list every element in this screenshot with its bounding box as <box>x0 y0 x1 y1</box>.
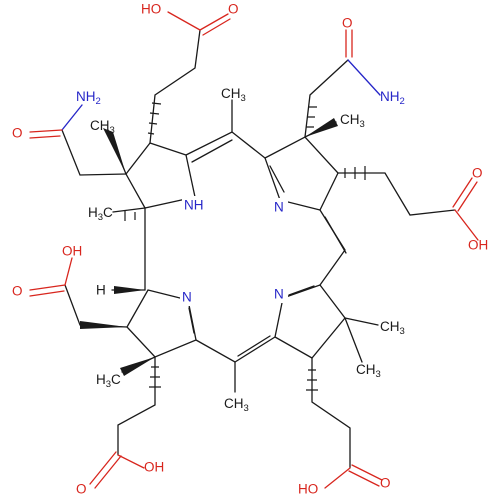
h-stereo-atom: H <box>96 283 106 298</box>
ch3-meso-bottom-label: CH3 <box>224 396 249 414</box>
double-bond-4 <box>288 285 315 296</box>
o-amide-right-label: O <box>342 16 353 31</box>
o-amide-left-label: O <box>12 126 23 141</box>
c1-methyl-bond <box>112 207 146 213</box>
acetamide-right-chain <box>304 59 349 138</box>
hash-ring-b-acetamide <box>306 106 317 128</box>
hash-ring-a-propionate <box>147 102 162 135</box>
acetamide-left-co-bond <box>29 129 63 139</box>
acetamide-right-co-bond <box>345 29 353 58</box>
hash-ring-d-propionate <box>149 366 161 388</box>
wedge-ring-d-acetate <box>80 321 127 329</box>
hash-ring-c-propionate <box>306 369 318 391</box>
oh-bottom-right-label: HO <box>298 482 318 497</box>
group-labels: HO O O NH2 O NH2 O OH OH O OH O HO O <box>12 2 488 497</box>
propionate-right-co-bond <box>452 177 478 212</box>
propionate-top-chain <box>149 29 201 144</box>
ring-c-bonds <box>274 284 346 359</box>
atom-labels: NH N N N H <box>96 198 284 305</box>
propionate-bottom-left-chain <box>117 356 156 456</box>
ch3-ring-b-label: CH3 <box>340 112 365 130</box>
meso-top-bonds <box>185 131 266 159</box>
n-ring-c-atom: N <box>274 287 284 302</box>
stereo-wedges <box>80 118 338 376</box>
ring-b-bonds <box>264 136 339 211</box>
double-bond-2 <box>269 165 285 193</box>
oh-right-label: OH <box>468 238 488 253</box>
propionate-bottom-right-co-bond <box>348 464 383 487</box>
wedge-ring-a-methyl <box>103 128 126 174</box>
ring-c-methyl-2-bond <box>344 317 363 363</box>
n-ring-b-atom: N <box>274 200 284 215</box>
bond-skeleton <box>29 11 479 489</box>
double-bond-1 <box>191 139 233 163</box>
h3c-c1-label: H3C <box>88 205 113 223</box>
meso-right-bonds <box>319 209 346 286</box>
ch3-ring-c-2-label: CH3 <box>356 362 381 380</box>
label-masks <box>180 196 288 306</box>
wedge-c19-h <box>114 286 145 294</box>
wedge-ring-d-methyl <box>120 357 155 376</box>
nh2-left-label: NH2 <box>76 89 101 107</box>
double-bond-5 <box>237 335 271 357</box>
ch3-ring-c-1-label: CH3 <box>380 319 405 337</box>
oh-left-label: OH <box>62 244 82 259</box>
propionate-right-chain <box>337 172 456 216</box>
oh-top-label: HO <box>141 2 161 17</box>
acetate-left-co-bond <box>29 284 66 297</box>
h3c-ring-d-label: H3C <box>96 372 121 390</box>
acetamide-right-n-bond <box>347 59 381 96</box>
o-bottom-right-label: O <box>380 476 391 491</box>
nh2-right-label: NH2 <box>380 89 405 107</box>
nh-ring-atom: NH <box>184 198 204 213</box>
ch3-meso-top-label: CH3 <box>221 86 246 104</box>
o-top-label: O <box>228 2 239 17</box>
o-bottom-left-label: O <box>76 482 87 497</box>
ring-c-methyl-1-bond <box>344 317 379 326</box>
stereo-hashes <box>124 102 366 391</box>
double-bond-6 <box>188 307 195 334</box>
propionate-bottom-right-oh-bond <box>324 467 351 489</box>
oh-bottom-left-label: OH <box>144 460 164 475</box>
o-left-label: O <box>12 284 23 299</box>
wedge-ring-b-methyl <box>305 118 338 137</box>
n-ring-d-atom: N <box>182 290 192 305</box>
acetamide-left-n-bond <box>61 104 83 131</box>
acetamide-left-chain <box>61 129 127 176</box>
propionate-top-co-bond <box>199 13 231 36</box>
double-bond-3 <box>324 216 347 254</box>
o-right-label: O <box>472 166 483 181</box>
propionate-bottom-left-oh-bond <box>117 454 145 469</box>
propionate-bottom-right-chain <box>311 357 351 469</box>
propionate-bottom-left-co-bond <box>89 451 122 489</box>
ring-a-bonds <box>125 142 196 209</box>
ch3-ring-a-label: CH3 <box>90 118 115 136</box>
propionate-right-oh-bond <box>454 209 479 241</box>
acetate-left-oh-bond <box>64 257 73 286</box>
hash-ring-b-propionate <box>344 166 366 180</box>
methyl-labels: CH3 CH3 CH3 H3C H3C CH3 CH3 CH3 <box>88 86 405 414</box>
propionate-top-oh-bond <box>167 11 201 31</box>
hash-c1-methyl <box>124 211 136 221</box>
